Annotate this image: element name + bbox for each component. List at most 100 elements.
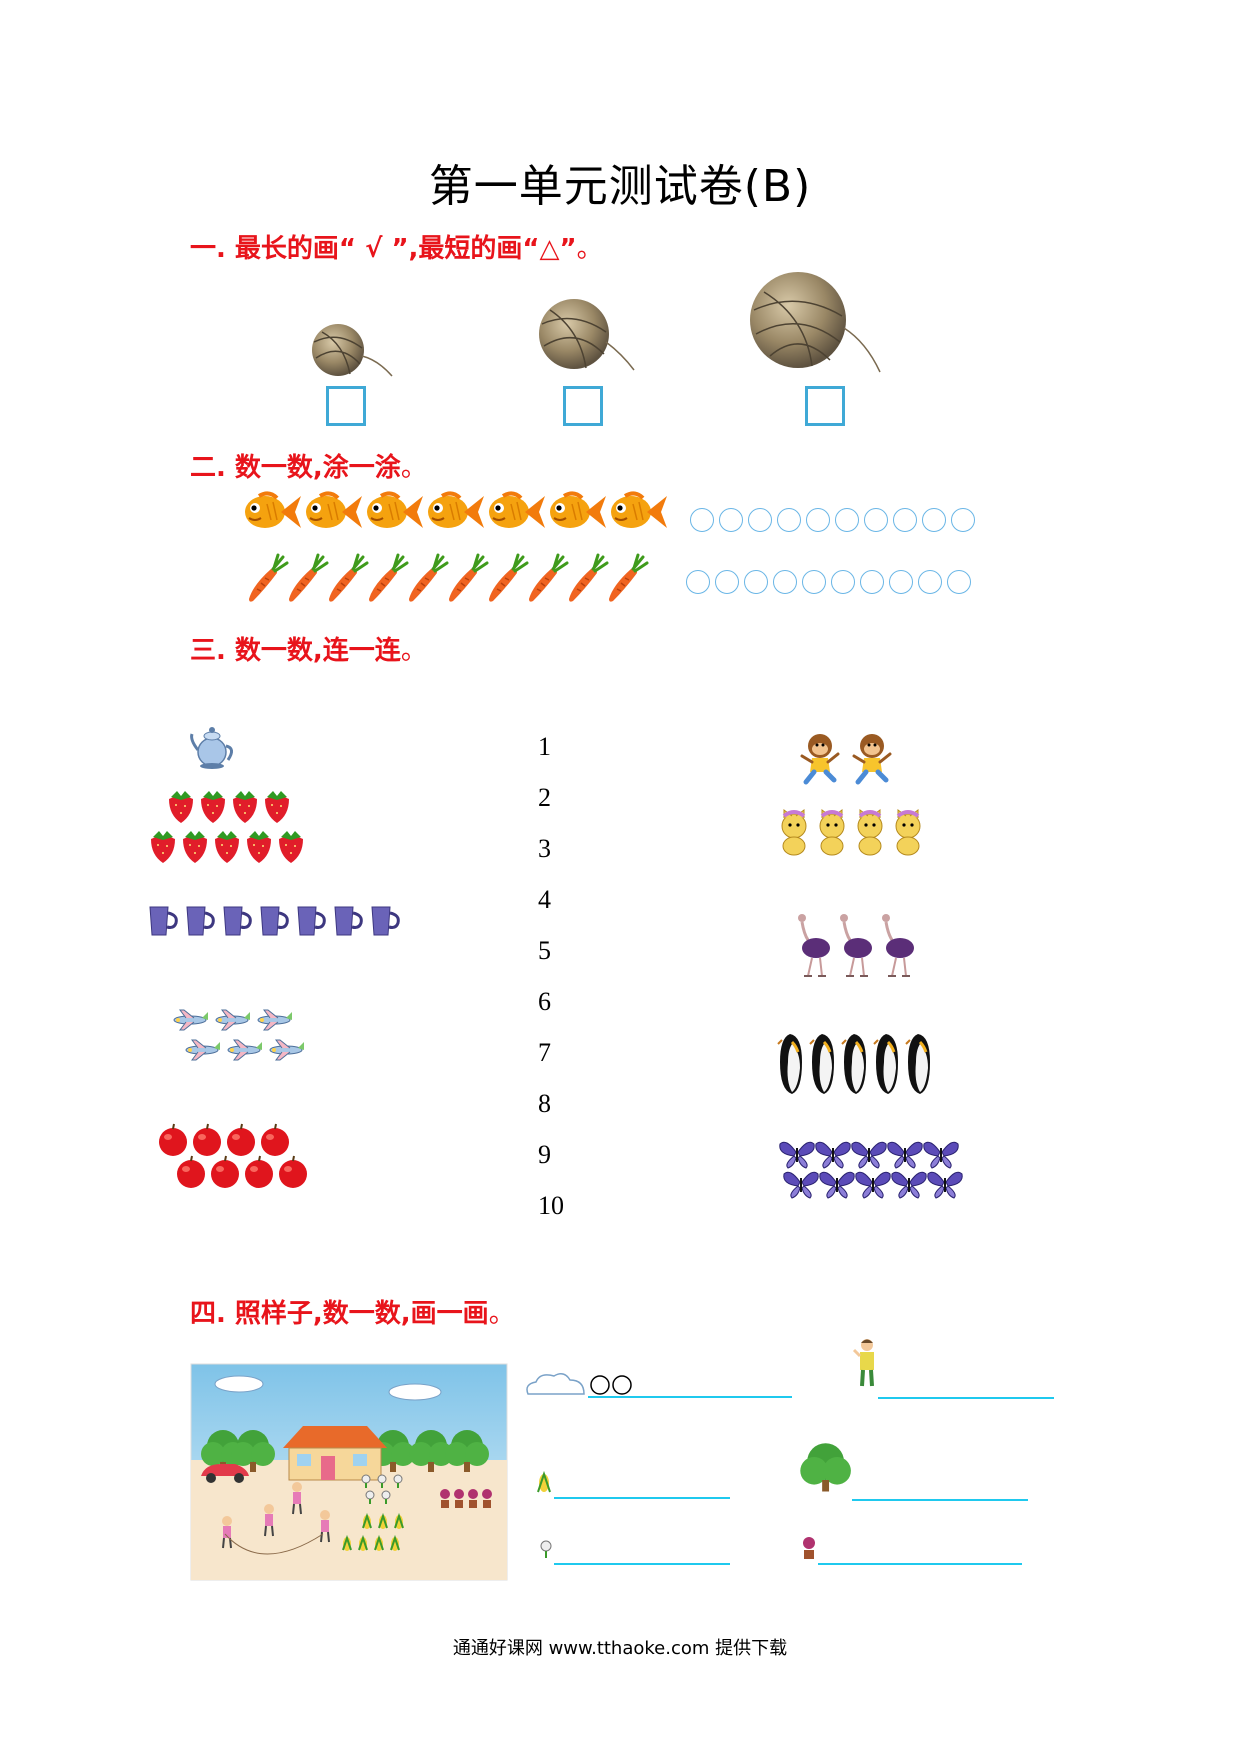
question-2-end: 。 [400,453,427,483]
apple-icon [260,1123,290,1157]
yarn-ball-medium [539,299,635,371]
scene-cloud [214,1375,442,1401]
strawberry-icon [279,831,303,863]
flower-icon [803,1537,815,1559]
monkeys-group [796,730,906,790]
question-1-text: 一. 最长的画“ √ ”,最短的画“△” [190,234,577,264]
fish-icon [548,491,608,530]
teapot-icon [190,727,233,769]
cat-icon [856,808,884,857]
color-circle[interactable] [947,570,971,594]
apple-icon [176,1155,206,1189]
question-3-text: 三. 数一数,连一连 [190,636,401,666]
question-1-heading: 一. 最长的画“ √ ”,最短的画“△”。 [190,228,603,265]
cup-icon [185,905,215,937]
monkey-icon [854,734,890,782]
cup-icon [370,905,400,937]
cloud-answer-line[interactable] [588,1396,792,1398]
plane-icon [173,1009,209,1031]
sprout-answer-line[interactable] [554,1563,730,1565]
color-circle[interactable] [686,570,710,594]
fish-row [243,491,669,530]
color-circle[interactable] [719,508,743,532]
apples-group [158,1123,308,1189]
carrot-circles [686,570,976,598]
color-circle[interactable] [773,570,797,594]
yarn-balls [312,272,881,377]
number-6[interactable]: 6 [538,987,551,1016]
scene-corn [378,1514,388,1530]
number-10[interactable]: 10 [538,1191,564,1220]
apple-icon [226,1123,256,1157]
yarn-ball-small [312,324,393,377]
strawberry-icon [215,831,239,863]
apple-icon [278,1155,308,1189]
plane-icon [269,1039,305,1061]
color-circle[interactable] [860,570,884,594]
number-8[interactable]: 8 [538,1089,551,1118]
color-circle[interactable] [690,508,714,532]
scene-corn [362,1514,372,1530]
apple-icon [244,1155,274,1189]
color-circle[interactable] [893,508,917,532]
number-4[interactable]: 4 [538,885,551,914]
corn-icon [537,1470,551,1493]
answer-box-large[interactable] [805,386,845,426]
number-2[interactable]: 2 [538,783,551,812]
butterfly-icon [854,1171,892,1199]
yarn-ball-large [750,272,881,373]
number-1[interactable]: 1 [538,732,551,761]
corn-answer-line[interactable] [554,1497,730,1499]
carrot-icon [487,553,529,604]
butterfly-icon [850,1141,888,1169]
cups-group [148,905,400,937]
color-circle[interactable] [864,508,888,532]
cloud-example [526,1373,632,1395]
penguins-group [776,1032,932,1096]
butterflies-group [778,1141,964,1199]
color-circle[interactable] [889,570,913,594]
scene-house [283,1426,387,1481]
apple-icon [192,1123,222,1157]
plane-icon [215,1009,251,1031]
fish-icon [609,491,669,530]
scene-corn [342,1536,352,1552]
carrot-icon [327,553,369,604]
strawberry-icon [183,831,207,863]
child-answer-line[interactable] [878,1397,1054,1399]
scene-corn [374,1536,384,1552]
butterfly-icon [818,1171,856,1199]
question-3-end: 。 [400,636,427,666]
color-circle[interactable] [835,508,859,532]
color-circle[interactable] [831,570,855,594]
number-7[interactable]: 7 [538,1038,551,1067]
fish-icon [487,491,547,530]
color-circle[interactable] [806,508,830,532]
cup-icon [148,905,178,937]
fish-icon [304,491,364,530]
color-circle[interactable] [951,508,975,532]
answer-box-medium[interactable] [563,386,603,426]
cup-icon [222,905,252,937]
color-circle[interactable] [744,570,768,594]
number-5[interactable]: 5 [538,936,551,965]
cats-group [780,808,922,857]
color-circle[interactable] [802,570,826,594]
strawberry-icon [201,791,225,823]
number-9[interactable]: 9 [538,1140,551,1169]
number-3[interactable]: 3 [538,834,551,863]
plane-icon [185,1039,221,1061]
butterfly-icon [782,1171,820,1199]
tree-answer-line[interactable] [852,1499,1028,1501]
strawberries-group [151,791,303,863]
color-circle[interactable] [922,508,946,532]
color-circle[interactable] [715,570,739,594]
color-circle[interactable] [748,508,772,532]
flower-answer-line[interactable] [818,1563,1022,1565]
color-circle[interactable] [777,508,801,532]
answer-box-small[interactable] [326,386,366,426]
plane-icon [257,1009,293,1031]
penguin-icon [808,1032,836,1096]
color-circle[interactable] [918,570,942,594]
scene-corn [394,1514,404,1530]
